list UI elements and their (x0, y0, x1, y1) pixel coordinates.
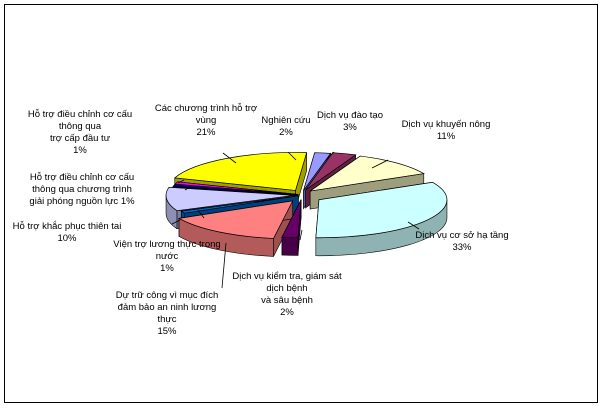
slice-label-8-line-1: thông qua chương trình (32, 184, 132, 195)
pie-slice-1 (305, 152, 357, 191)
slice-label-8-line-2: giải phóng nguồn lực 1% (29, 196, 135, 207)
pie-slice-9 (174, 181, 299, 195)
slice-label-6-line-0: Viện trợ lương thực trong (113, 239, 220, 250)
leader-line-0 (287, 151, 297, 161)
slice-label-4-line-2: và sâu bệnh (261, 295, 313, 306)
pie-slice-4 (281, 199, 302, 238)
slice-label-4-line-3: 2% (280, 307, 294, 318)
slice-label-5-line-3: 15% (157, 326, 177, 337)
leader-line-6 (197, 209, 205, 219)
leader-line-10 (222, 152, 237, 164)
slice-label-4-line-1: dịch bệnh (266, 283, 307, 294)
slice-label-9-line-3: 1% (73, 145, 87, 156)
slice-label-7-line-0: Hỗ trợ khắc phục thiên tai (13, 221, 122, 232)
leader-line-3 (407, 221, 420, 230)
leader-lines (171, 151, 420, 289)
pie-slice-10 (173, 152, 308, 191)
slice-label-9-line-1: thông qua (59, 121, 102, 132)
slice-label-10-line-0: Các chương trình hỗ trợ (155, 103, 257, 114)
leader-line-5 (221, 242, 227, 289)
leader-line-2 (371, 159, 389, 169)
leader-line-7 (171, 219, 181, 225)
pie-slice-2 (309, 155, 425, 192)
leader-line-9 (177, 179, 185, 184)
leader-line-8 (184, 186, 191, 191)
slice-label-7-line-1: 10% (57, 233, 77, 244)
pie-slice-6 (180, 195, 299, 214)
slice-label-5-line-2: thực (157, 314, 176, 325)
slice-label-9-line-0: Hỗ trợ điều chỉnh cơ cấu (28, 109, 132, 120)
slice-label-2-line-0: Dịch vụ khuyến nông (402, 119, 491, 130)
pie-slice-3 (315, 181, 448, 239)
leader-line-1 (325, 151, 335, 161)
slice-label-1-line-1: 3% (343, 122, 357, 133)
slice-label-6-line-2: 1% (160, 263, 174, 274)
slice-label-4-line-0: Dịch vụ kiểm tra, giám sát (232, 271, 342, 282)
slice-label-9-line-2: trợ cấp đầu tư (50, 133, 111, 144)
pie-slice-7 (165, 186, 295, 212)
slice-label-2-line-1: 11% (437, 131, 456, 142)
slice-label-0-line-1: 2% (279, 127, 293, 138)
leader-line-4 (299, 229, 303, 241)
slice-label-10-line-2: 21% (196, 127, 216, 138)
slice-label-3-line-0: Dịch vụ cơ sở hạ tầng (415, 230, 508, 241)
slice-side-4-0 (281, 236, 299, 256)
pie-tops (165, 152, 448, 239)
slice-label-10-line-1: vùng (196, 115, 217, 126)
pie-slice-5 (178, 200, 294, 239)
pie-slice-0 (303, 152, 332, 191)
slice-label-0-line-0: Nghiên cứu (261, 115, 310, 126)
slice-label-1-line-0: Dịch vụ đào tạo (317, 110, 383, 121)
slice-label-5-line-1: đảm bảo an ninh lương (118, 302, 217, 313)
slice-label-6-line-1: nước (156, 251, 179, 262)
slice-label-5-line-0: Dự trữ công vì mục đích (116, 290, 218, 301)
slice-label-8-line-0: Hỗ trợ điều chỉnh cơ cấu (30, 172, 134, 183)
slice-label-3-line-1: 33% (452, 242, 472, 253)
